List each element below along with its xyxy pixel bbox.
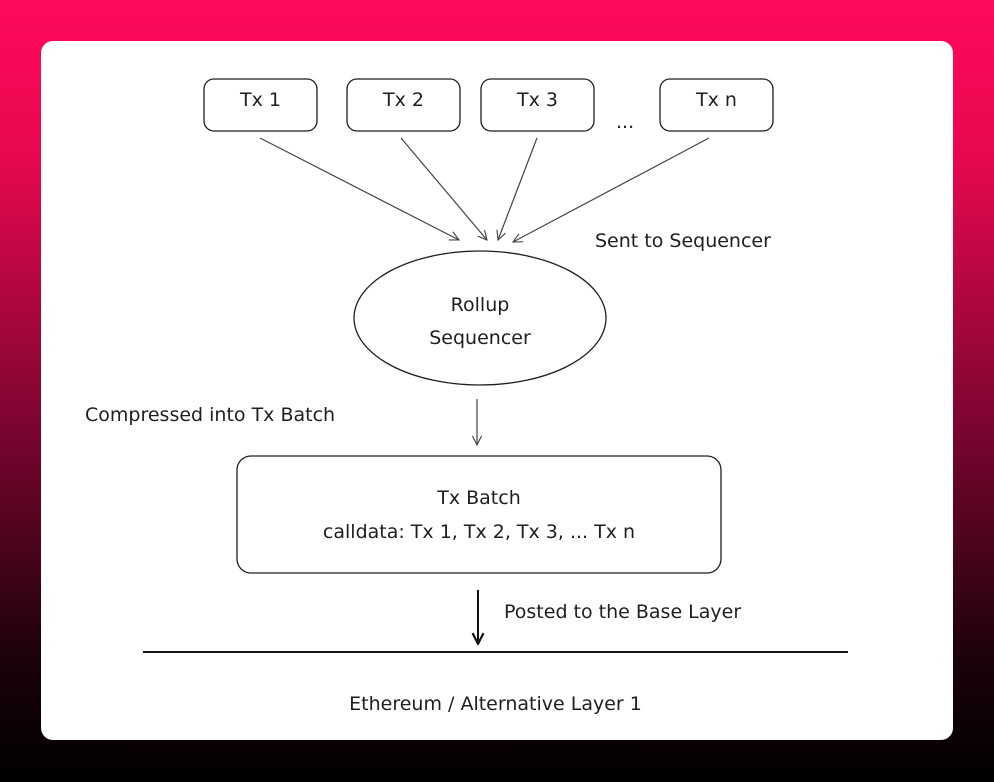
tx-label-n: Tx n — [696, 89, 737, 111]
tx-label-3: Tx 3 — [517, 89, 558, 111]
arrow-tx1-sequencer — [259, 137, 459, 240]
sent-to-sequencer-label: Sent to Sequencer — [595, 230, 771, 252]
compressed-label: Compressed into Tx Batch — [85, 404, 336, 426]
arrow-tx2-sequencer — [400, 137, 487, 240]
tx-box-1 — [203, 78, 318, 132]
sequencer-ellipse — [353, 250, 607, 386]
tx-label-2: Tx 2 — [383, 89, 424, 111]
diagram-canvas: Tx 1 Tx 2 Tx 3 Tx n ... Sent to Sequence… — [41, 41, 953, 740]
tx-box-n — [659, 78, 774, 132]
sequencer-label-line2: Sequencer — [429, 327, 531, 349]
tx-box-3 — [480, 78, 595, 132]
tx-label-1: Tx 1 — [240, 89, 281, 111]
base-layer-label: Ethereum / Alternative Layer 1 — [349, 693, 642, 715]
arrow-tx3-sequencer — [498, 137, 538, 240]
diagram-graphics — [143, 78, 848, 653]
posted-label: Posted to the Base Layer — [504, 601, 742, 623]
tx-batch-box — [236, 455, 722, 574]
tx-ellipsis: ... — [616, 111, 635, 133]
sequencer-label-line1: Rollup — [450, 294, 510, 316]
tx-box-2 — [346, 78, 461, 132]
arrow-txn-sequencer — [513, 137, 710, 242]
tx-batch-calldata: calldata: Tx 1, Tx 2, Tx 3, ... Tx n — [322, 521, 636, 543]
tx-batch-title: Tx Batch — [437, 487, 521, 509]
